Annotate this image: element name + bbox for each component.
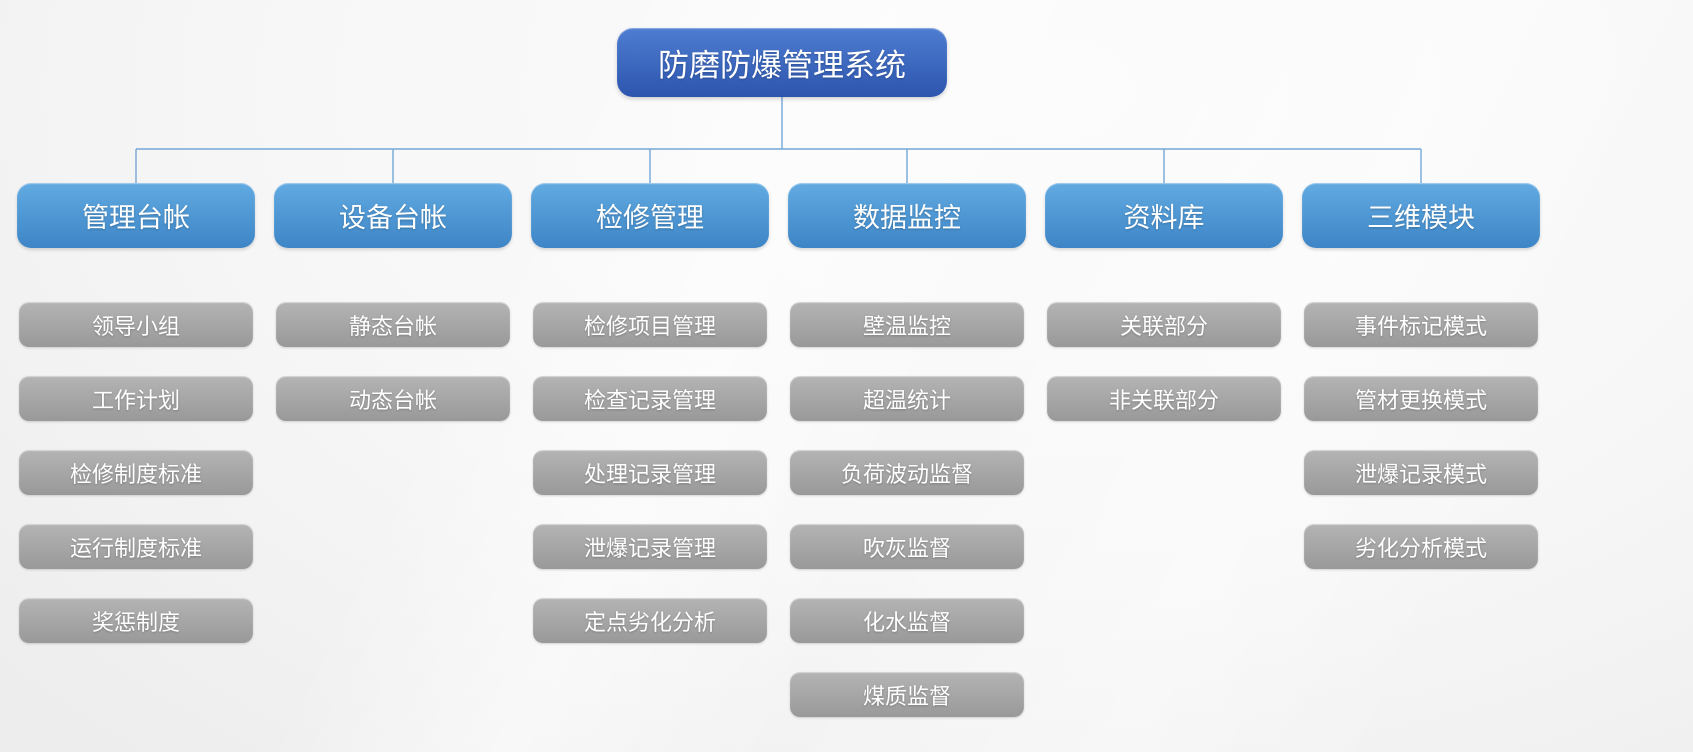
branch-node-database: 资料库	[1045, 183, 1283, 248]
branch-node-label: 检修管理	[596, 203, 704, 233]
child-node-label: 检修制度标准	[69, 461, 202, 487]
child-node-label: 工作计划	[91, 387, 180, 413]
child-node-management-ledger-1: 领导小组	[19, 302, 253, 347]
child-node-label: 奖惩制度	[91, 609, 180, 635]
child-node-label: 事件标记模式	[1354, 313, 1487, 339]
child-node-label: 劣化分析模式	[1354, 535, 1487, 561]
child-node-management-ledger-3: 检修制度标准	[19, 450, 253, 495]
child-node-management-ledger-4: 运行制度标准	[19, 524, 253, 569]
branch-node-label: 管理台帐	[82, 203, 190, 233]
child-node-three-d-module-4: 劣化分析模式	[1304, 524, 1538, 569]
child-node-label: 非关联部分	[1108, 387, 1219, 413]
child-node-database-1: 关联部分	[1047, 302, 1281, 347]
child-node-label: 超温统计	[862, 387, 951, 413]
child-node-label: 检修项目管理	[583, 313, 716, 339]
child-node-data-monitoring-6: 煤质监督	[790, 672, 1024, 717]
child-node-label: 静态台帐	[348, 313, 437, 339]
child-node-label: 泄爆记录管理	[583, 535, 716, 561]
child-node-label: 化水监督	[862, 609, 951, 635]
child-node-equipment-ledger-2: 动态台帐	[276, 376, 510, 421]
branch-node-management-ledger: 管理台帐	[17, 183, 255, 248]
child-node-label: 处理记录管理	[583, 461, 716, 487]
child-node-label: 定点劣化分析	[583, 609, 716, 635]
child-node-label: 关联部分	[1119, 313, 1208, 339]
child-node-three-d-module-1: 事件标记模式	[1304, 302, 1538, 347]
child-node-label: 泄爆记录模式	[1354, 461, 1487, 487]
child-node-maintenance-management-1: 检修项目管理	[533, 302, 767, 347]
child-node-data-monitoring-4: 吹灰监督	[790, 524, 1024, 569]
child-node-label: 动态台帐	[348, 387, 437, 413]
branch-node-label: 资料库	[1123, 203, 1205, 233]
branch-node-maintenance-management: 检修管理	[531, 183, 769, 248]
branch-node-equipment-ledger: 设备台帐	[274, 183, 512, 248]
branch-node-label: 数据监控	[853, 203, 961, 233]
branch-node-label: 三维模块	[1367, 203, 1475, 233]
root-node-label: 防磨防爆管理系统	[658, 48, 906, 83]
child-node-management-ledger-5: 奖惩制度	[19, 598, 253, 643]
branch-node-three-d-module: 三维模块	[1302, 183, 1540, 248]
child-node-label: 负荷波动监督	[840, 461, 973, 487]
child-node-three-d-module-3: 泄爆记录模式	[1304, 450, 1538, 495]
child-node-management-ledger-2: 工作计划	[19, 376, 253, 421]
child-node-equipment-ledger-1: 静态台帐	[276, 302, 510, 347]
child-node-data-monitoring-1: 壁温监控	[790, 302, 1024, 347]
child-node-label: 吹灰监督	[862, 535, 951, 561]
child-node-data-monitoring-2: 超温统计	[790, 376, 1024, 421]
child-node-three-d-module-2: 管材更换模式	[1304, 376, 1538, 421]
child-node-label: 管材更换模式	[1354, 387, 1487, 413]
child-node-database-2: 非关联部分	[1047, 376, 1281, 421]
child-node-maintenance-management-3: 处理记录管理	[533, 450, 767, 495]
branch-node-data-monitoring: 数据监控	[788, 183, 1026, 248]
child-node-maintenance-management-2: 检查记录管理	[533, 376, 767, 421]
child-node-data-monitoring-3: 负荷波动监督	[790, 450, 1024, 495]
child-node-label: 壁温监控	[862, 313, 951, 339]
root-node: 防磨防爆管理系统	[617, 28, 947, 97]
child-node-data-monitoring-5: 化水监督	[790, 598, 1024, 643]
child-node-label: 运行制度标准	[69, 535, 202, 561]
branch-node-label: 设备台帐	[339, 203, 447, 233]
child-node-label: 检查记录管理	[583, 387, 716, 413]
child-node-label: 煤质监督	[862, 683, 951, 709]
child-node-maintenance-management-4: 泄爆记录管理	[533, 524, 767, 569]
child-node-label: 领导小组	[91, 313, 180, 339]
child-node-maintenance-management-5: 定点劣化分析	[533, 598, 767, 643]
